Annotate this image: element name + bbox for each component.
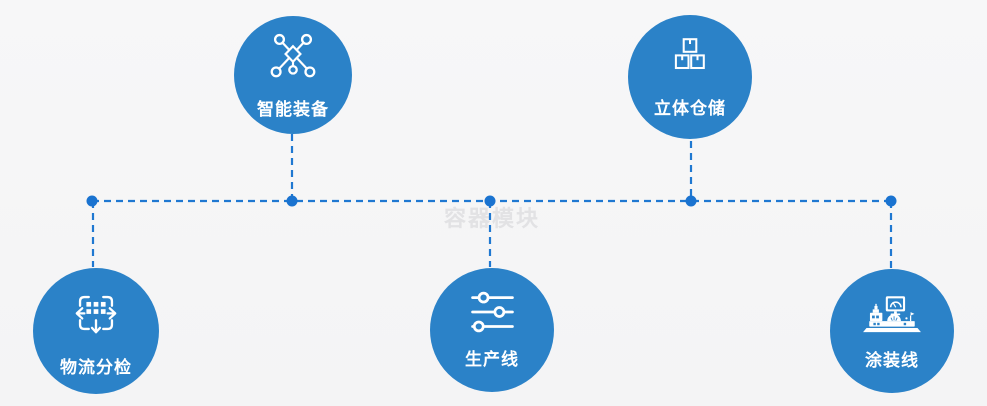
node-label: 物流分检 — [60, 358, 132, 378]
junction-dot — [685, 195, 697, 207]
node-production-line[interactable]: 生产线 — [430, 268, 554, 392]
node-label: 智能装备 — [257, 100, 329, 120]
junction-dot — [286, 195, 298, 207]
junction-dot — [86, 195, 98, 207]
node-label: 涂装线 — [865, 350, 919, 371]
sorting-grid-arrows-icon — [67, 284, 125, 342]
node-intelligent-equipment[interactable]: 智能装备 — [234, 16, 352, 134]
sliders-icon — [465, 290, 520, 334]
node-logistics-sorting[interactable]: 物流分检 — [33, 268, 159, 394]
node-label: 立体仓储 — [654, 99, 726, 119]
node-label: 生产线 — [465, 350, 519, 370]
watermark-text: 容器模块 — [443, 207, 540, 232]
node-painting-line[interactable]: 涂装线 — [830, 269, 954, 393]
junction-dot — [885, 195, 897, 207]
stacked-boxes-icon — [666, 35, 714, 83]
node-stereo-warehousing[interactable]: 立体仓储 — [628, 15, 752, 139]
control-station-icon — [861, 292, 923, 335]
network-nodes-icon — [266, 30, 320, 84]
